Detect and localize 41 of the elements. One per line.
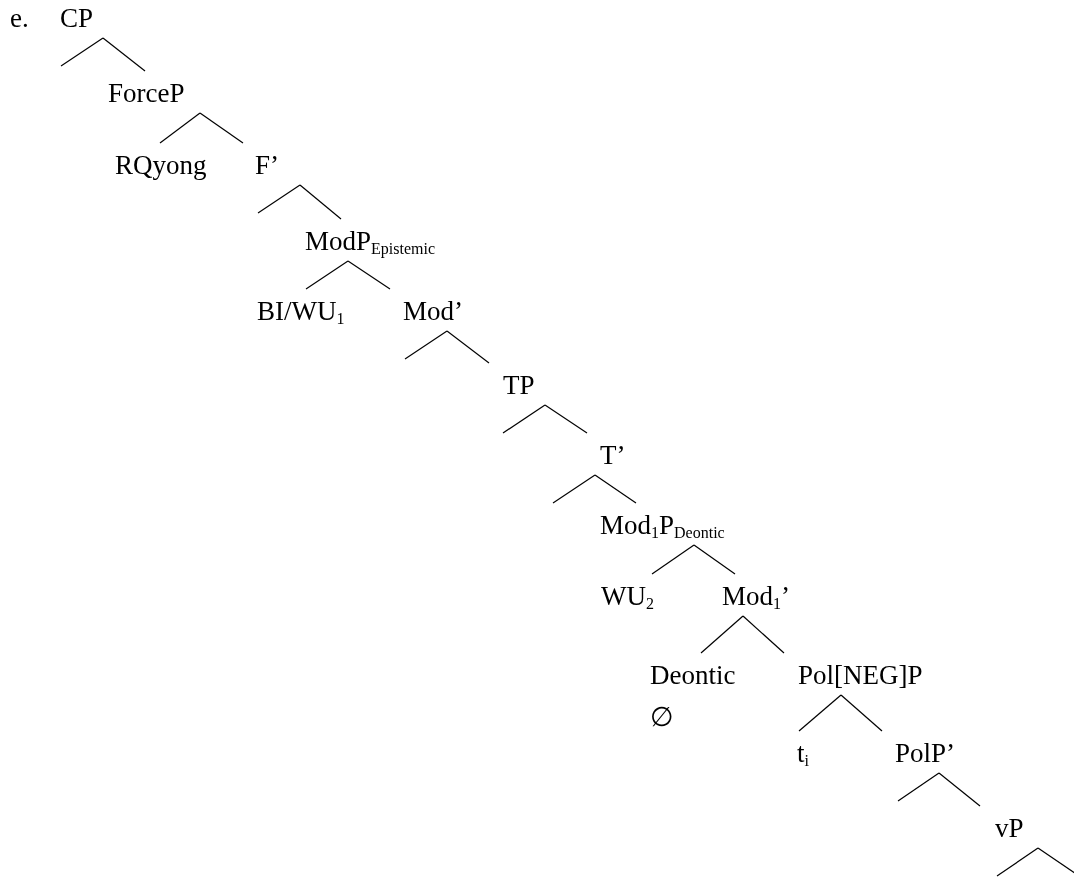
tree-branch <box>996 847 1039 877</box>
tree-branch <box>199 112 244 144</box>
tree-branch <box>257 184 301 214</box>
node-label: PolP’ <box>895 739 956 767</box>
node-label: RQyong <box>115 151 207 179</box>
tree-branch <box>102 37 146 72</box>
node-label: t$_{i}$ <box>797 739 809 767</box>
node-label: CP <box>60 4 94 32</box>
tree-branch <box>60 37 104 67</box>
tree-branch <box>897 772 940 802</box>
tree-branch <box>347 260 391 290</box>
tree-branch <box>404 330 448 360</box>
tree-branch <box>742 615 785 654</box>
example-label: e. <box>10 4 29 32</box>
tree-branch <box>305 260 349 290</box>
tree-branch <box>544 404 588 434</box>
tree-branch <box>840 694 883 732</box>
node-label: ForceP <box>108 79 185 107</box>
node-label: T’ <box>600 441 626 469</box>
tree-branch <box>594 474 637 504</box>
tree-branch <box>693 544 736 575</box>
node-label: BI/WU$_{1}$ <box>257 297 345 325</box>
node-symbol: ∅ <box>650 703 675 731</box>
tree-branch <box>938 772 981 807</box>
tree-branch <box>159 112 201 144</box>
node-label: Mod$_{1}$’ <box>722 582 790 610</box>
tree-branch <box>299 184 342 220</box>
node-label: Mod$_{1}$P$_{Deontic}$ <box>600 511 725 539</box>
node-label: Pol[NEG]P <box>798 661 923 689</box>
tree-branch <box>700 615 744 654</box>
tree-branch <box>446 330 490 364</box>
node-label: WU$_{2}$ <box>601 582 654 610</box>
node-label: TP <box>503 371 535 399</box>
node-label: Deontic <box>650 661 736 689</box>
tree-branch <box>651 544 695 575</box>
node-label: vP <box>995 814 1024 842</box>
node-label: F’ <box>255 151 279 179</box>
node-label: Mod’ <box>403 297 463 325</box>
tree-branch <box>502 404 546 434</box>
tree-branch <box>798 694 842 732</box>
tree-branch <box>552 474 596 504</box>
